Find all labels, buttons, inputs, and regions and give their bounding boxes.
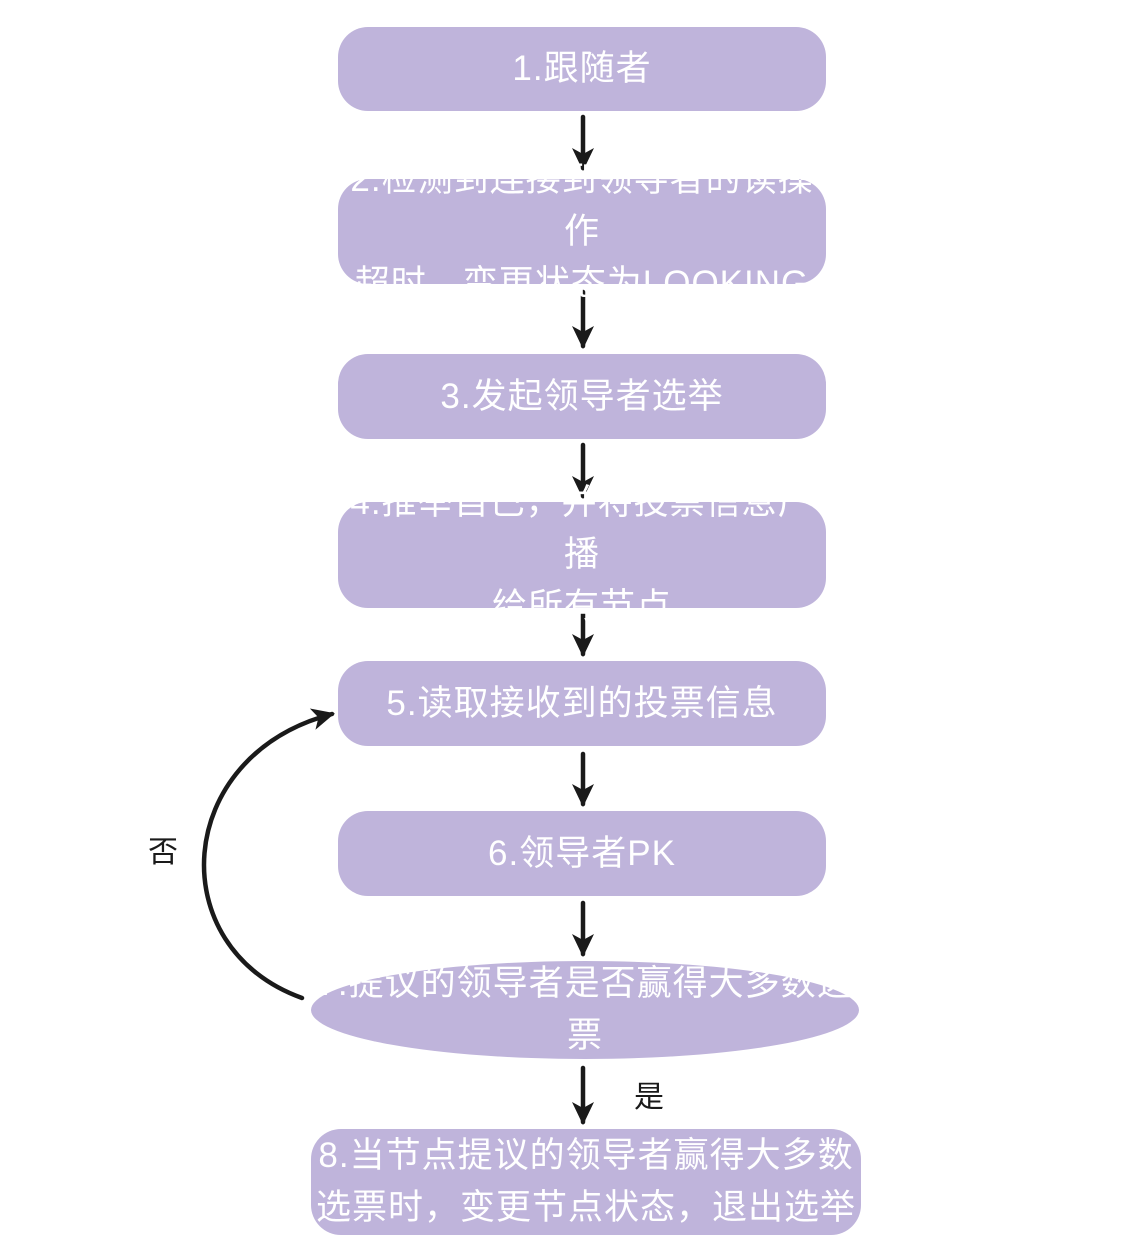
node-1-follower: 1.跟随者 — [338, 27, 826, 111]
node-8-exit-election: 8.当节点提议的领导者赢得大多数 选票时，变更节点状态，退出选举 — [311, 1129, 861, 1235]
edge-label-no: 否 — [148, 836, 178, 869]
node-6-label: 6.领导者PK — [488, 833, 676, 873]
arrow-no-loop-7-to-5 — [201, 708, 335, 1001]
node-8-label: 8.当节点提议的领导者赢得大多数 选票时，变更节点状态，退出选举 — [315, 1136, 856, 1227]
node-5-read-votes: 5.读取接收到的投票信息 — [338, 661, 826, 746]
node-2-detect-timeout: 2.检测到连接到领导者的读操作 超时，变更状态为LOOKING — [338, 160, 826, 303]
edge-label-yes: 是 — [634, 1081, 664, 1114]
node-4-label: 4.推举自己，并将投票信息广播 给所有节点 — [350, 483, 814, 626]
node-3-start-election: 3.发起领导者选举 — [338, 354, 826, 439]
node-4-nominate-self: 4.推举自己，并将投票信息广播 给所有节点 — [338, 483, 826, 626]
node-7-label: 7.提议的领导者是否赢得大多数选票 — [317, 964, 853, 1055]
node-2-label: 2.检测到连接到领导者的读操作 超时，变更状态为LOOKING — [350, 159, 814, 303]
node-7-majority-decision: 7.提议的领导者是否赢得大多数选票 — [311, 961, 859, 1059]
node-5-label: 5.读取接收到的投票信息 — [386, 683, 778, 723]
node-1-label: 1.跟随者 — [512, 49, 652, 88]
node-3-label: 3.发起领导者选举 — [440, 376, 724, 416]
node-6-leader-pk: 6.领导者PK — [338, 811, 826, 896]
